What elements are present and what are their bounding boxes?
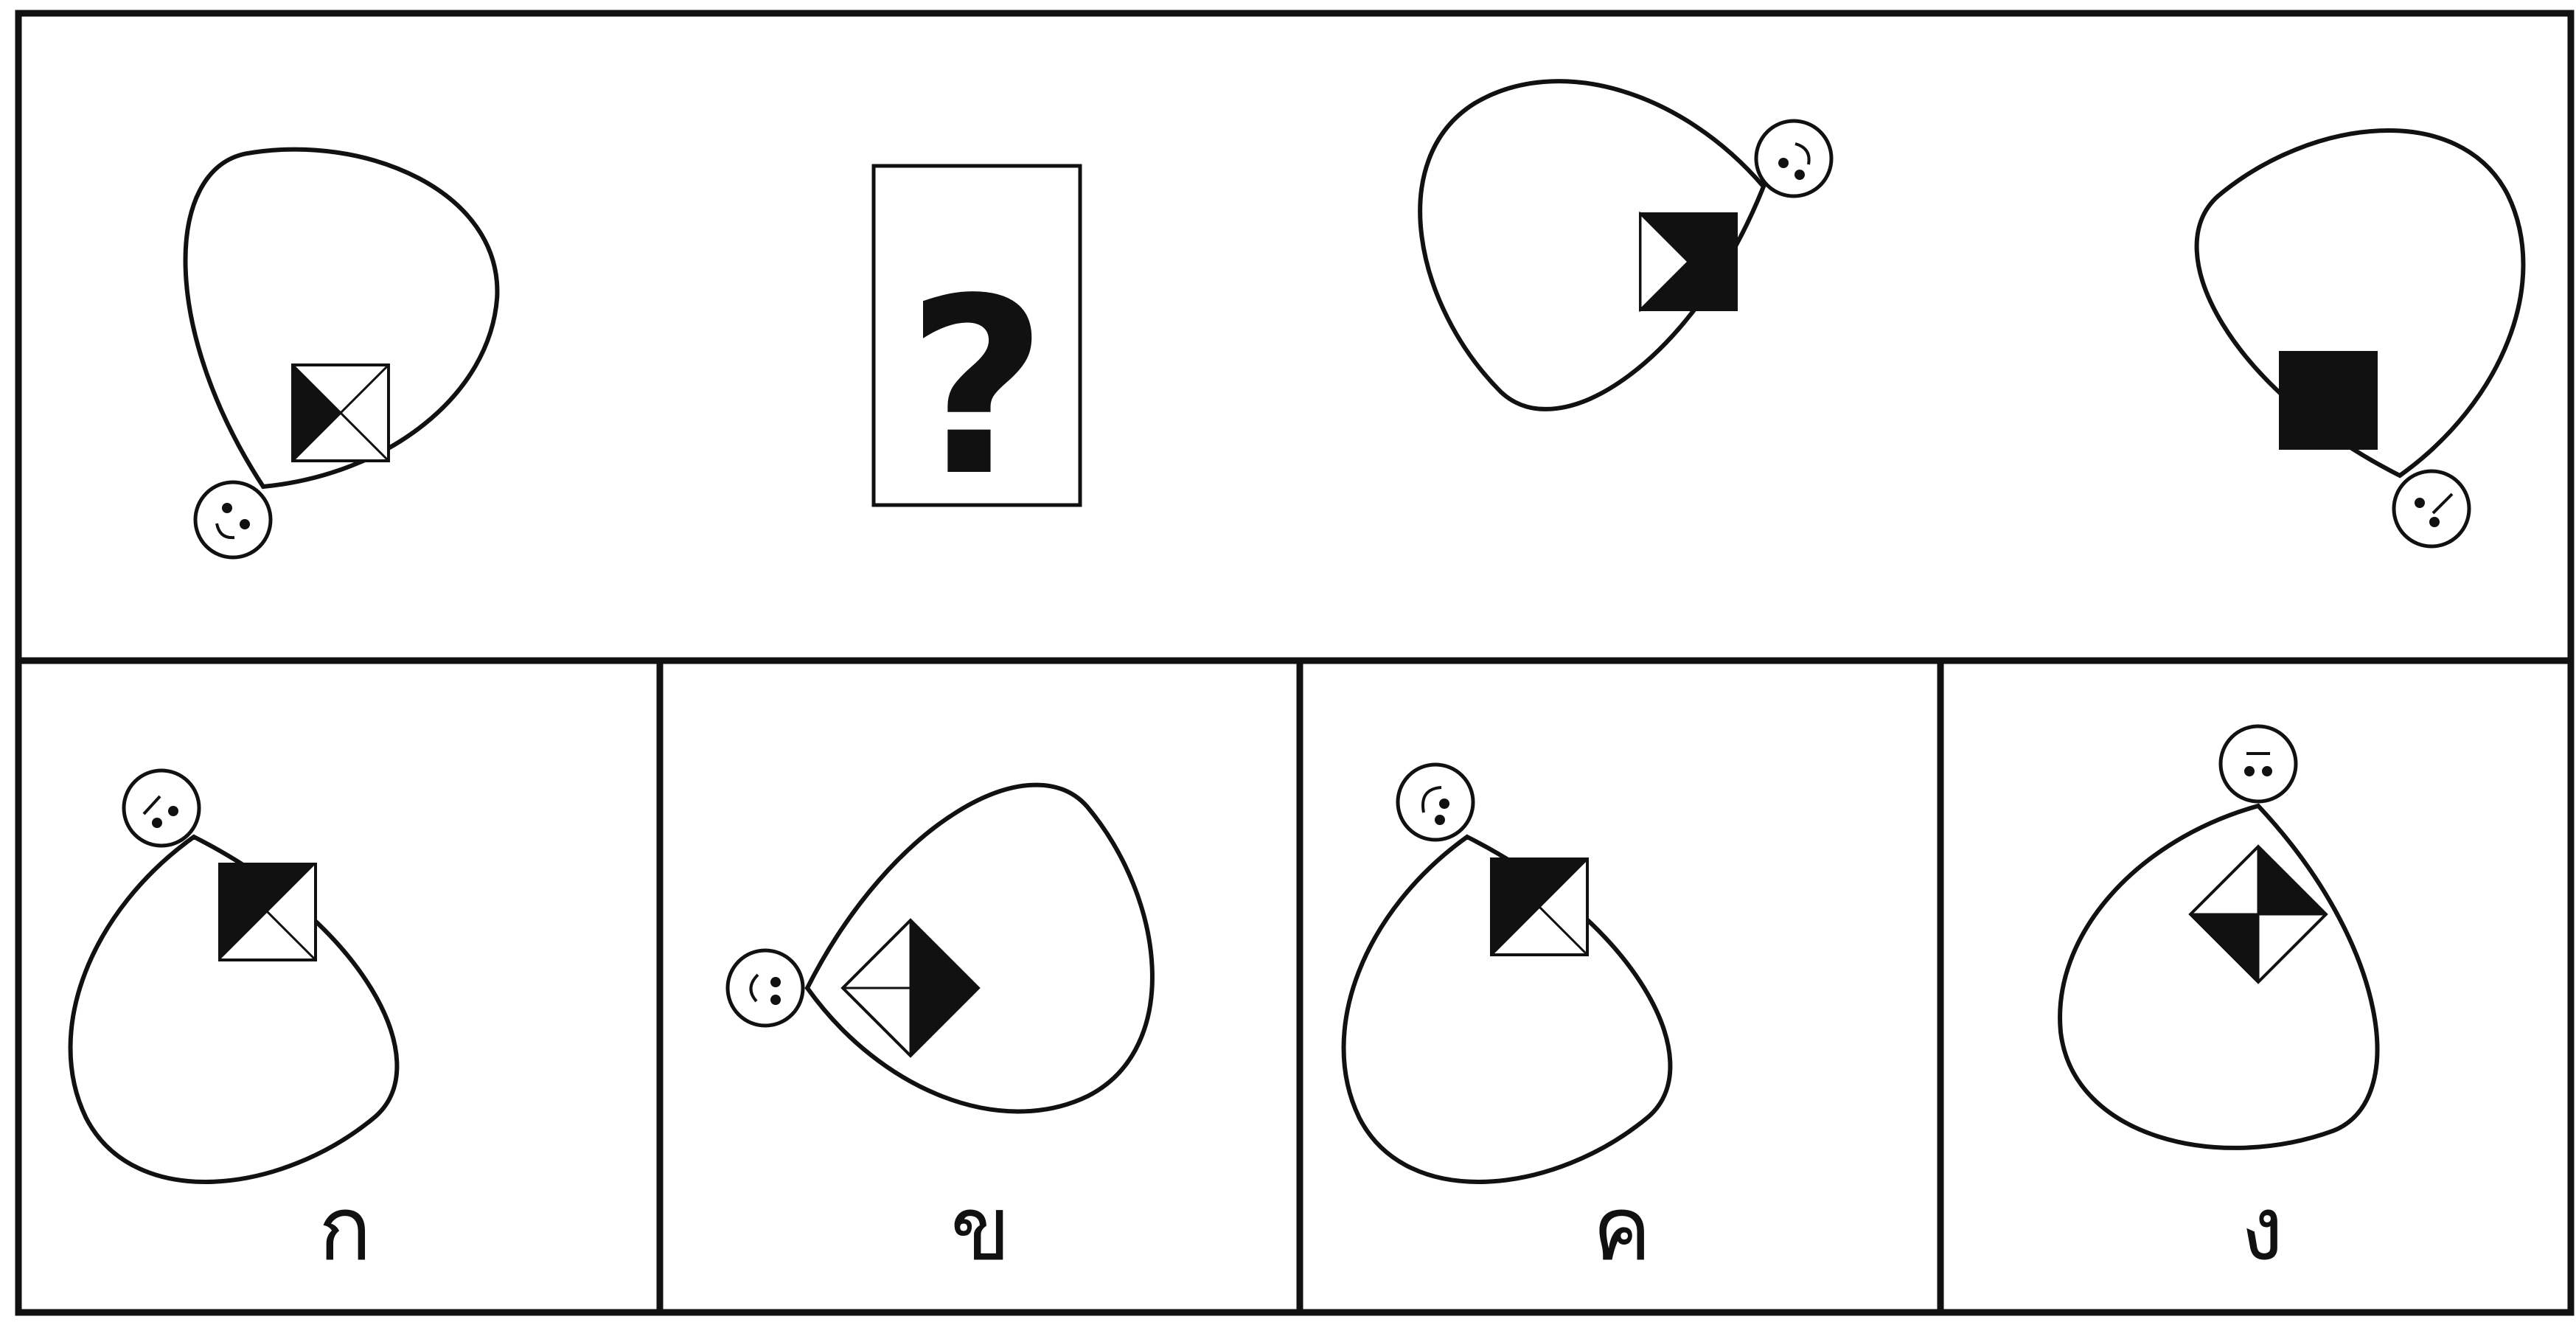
smiley-face-icon: [728, 950, 803, 1026]
pattern-square: [293, 365, 389, 461]
smiley-face-icon: [1756, 121, 1831, 196]
pattern-square: [1640, 214, 1736, 310]
sequence-figure-3: [1379, 18, 1831, 436]
choice-label-3: ค: [1548, 1171, 1696, 1289]
choice-figure-1[interactable]: [21, 770, 419, 1216]
missing-item-box: ?: [874, 166, 1080, 529]
choice-figure-3[interactable]: [1294, 765, 1692, 1216]
choice-figure-2[interactable]: [728, 763, 1186, 1161]
pattern-square: [220, 864, 316, 960]
panel-frames: [18, 13, 2571, 1312]
smiley-face-icon: [2221, 726, 2296, 801]
choice-label-1: ก: [271, 1171, 419, 1289]
sequence-figure-1: [128, 118, 526, 557]
smiley-face-icon: [1398, 765, 1473, 840]
question-panel-frame: [18, 13, 2571, 661]
sequence-figure-4: [2175, 97, 2573, 546]
choice-label-2: ข: [907, 1171, 1054, 1289]
choice-label-4: ง: [2188, 1171, 2336, 1289]
pattern-square: [1491, 859, 1587, 955]
question-mark: ?: [906, 246, 1047, 529]
choice-figure-4[interactable]: [2050, 726, 2398, 1161]
pattern-square: [2280, 352, 2376, 448]
smiley-face-icon: [124, 770, 199, 846]
pattern-square: [843, 920, 978, 1056]
smiley-face-icon: [195, 482, 271, 557]
smiley-face-icon: [2394, 471, 2469, 546]
